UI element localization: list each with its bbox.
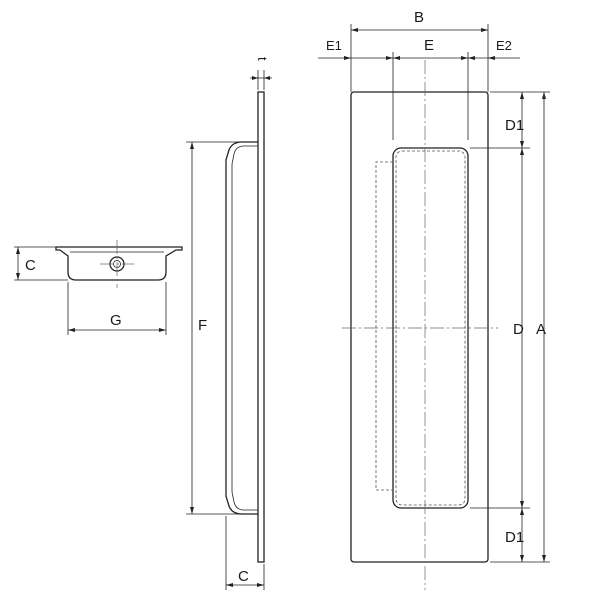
label-b: B xyxy=(414,9,424,26)
label-d1-top: D1 xyxy=(505,117,524,134)
front-view xyxy=(318,24,550,590)
label-e1: E1 xyxy=(326,38,342,53)
label-c-end: C xyxy=(25,257,36,274)
end-view xyxy=(14,240,183,335)
label-f: F xyxy=(198,317,207,334)
label-c-side: C xyxy=(238,568,249,585)
label-t: t xyxy=(255,57,270,61)
label-d: D xyxy=(513,321,524,338)
label-e: E xyxy=(424,37,434,54)
label-a: A xyxy=(536,321,546,338)
label-d1-bottom: D1 xyxy=(505,529,524,546)
label-e2: E2 xyxy=(496,38,512,53)
side-view xyxy=(186,70,272,590)
label-g: G xyxy=(110,312,122,329)
